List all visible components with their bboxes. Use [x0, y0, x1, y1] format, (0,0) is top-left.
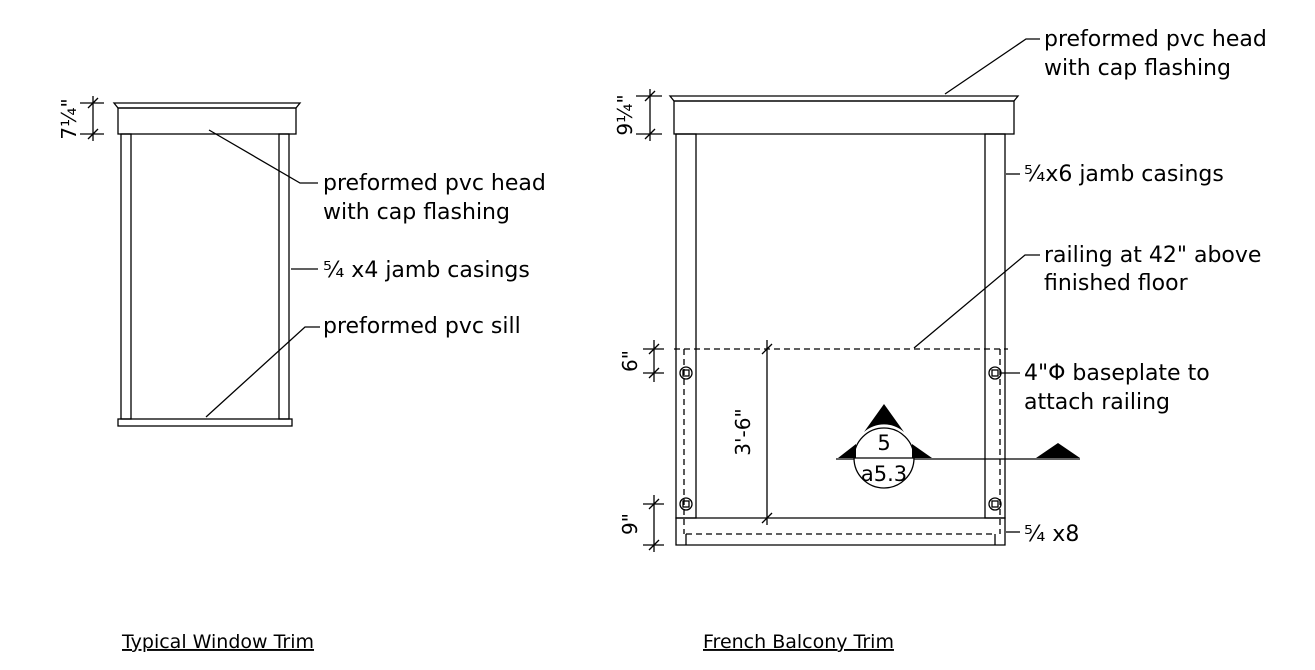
balcony-sill-note: ⁵⁄₄ x8 — [1024, 522, 1079, 547]
window-head-cap — [112, 102, 302, 109]
window-head — [117, 107, 297, 135]
baseplate-symbols — [679, 366, 1002, 511]
baseplate-note-1: 4"Φ baseplate to — [1024, 361, 1210, 386]
balcony-jamb-left — [675, 133, 697, 519]
window-jamb-note: ⁵⁄₄ x4 jamb casings — [323, 258, 530, 283]
balcony-head — [673, 100, 1015, 135]
window-jamb-left — [120, 133, 132, 420]
section-arrows — [838, 404, 1080, 458]
baseplate-note-2: attach railing — [1024, 390, 1170, 415]
window-sill — [117, 418, 293, 427]
balcony-head-note-1: preformed pvc head — [1044, 27, 1267, 52]
bottom-offset-dimension: 9" — [618, 513, 642, 535]
window-head-note-1: preformed pvc head — [323, 171, 546, 196]
balcony-jamb-note: ⁵⁄₄x6 jamb casings — [1024, 162, 1224, 187]
railing-dashed — [674, 348, 1008, 534]
window-trim-title: Typical Window Trim — [121, 631, 314, 653]
window-head-note-2: with cap flashing — [323, 200, 510, 225]
balcony-head-dimension: 9¼" — [613, 94, 637, 135]
balcony-jamb-right — [984, 133, 1006, 519]
section-sheet: a5.3 — [861, 462, 907, 486]
railing-height-dimension: 3'-6" — [731, 408, 755, 455]
balcony-trim-elevation — [636, 38, 1080, 552]
balcony-sill — [675, 517, 1006, 546]
top-offset-dimension: 6" — [618, 350, 642, 372]
window-trim-elevation — [80, 96, 320, 427]
balcony-head-cap — [668, 95, 1020, 102]
balcony-trim-title: French Balcony Trim — [703, 631, 894, 653]
window-jamb-right — [278, 133, 290, 420]
railing-note-2: finished floor — [1044, 271, 1189, 296]
section-number: 5 — [877, 431, 890, 455]
railing-note-1: railing at 42" above — [1044, 243, 1261, 268]
balcony-head-note-2: with cap flashing — [1044, 56, 1231, 81]
window-sill-note: preformed pvc sill — [323, 314, 521, 339]
window-head-dimension: 7¼" — [57, 98, 81, 139]
